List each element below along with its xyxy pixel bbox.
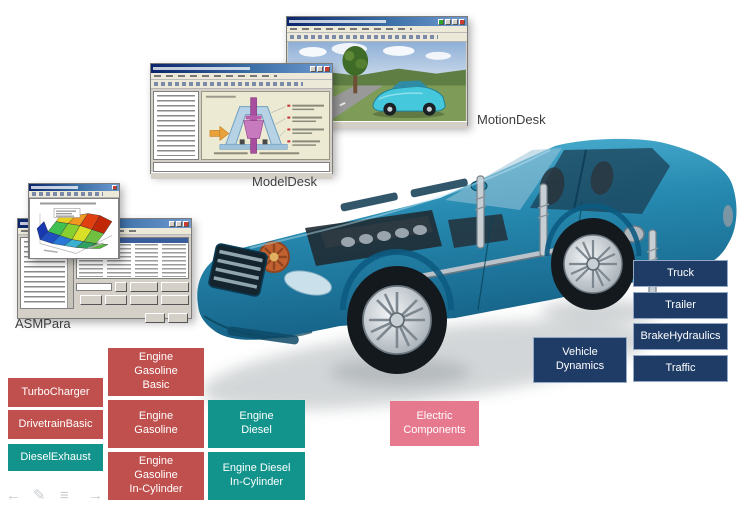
motiondesk-toolbar	[287, 33, 467, 42]
action-button	[80, 295, 102, 305]
close-icon	[112, 185, 117, 190]
windshield	[445, 148, 562, 210]
asmpara-input-row	[76, 282, 189, 292]
headlight	[284, 270, 332, 296]
module-box-trailer: Trailer	[633, 292, 728, 319]
asmpara-button-row	[76, 295, 189, 305]
motiondesk-titlebar	[287, 17, 467, 26]
action-button	[161, 282, 189, 292]
module-box-traffic: Traffic	[633, 355, 728, 382]
close-icon	[459, 18, 465, 25]
module-box-diesel-exhaust: DieselExhaust	[8, 444, 103, 471]
modeldesk-log-pane	[153, 162, 330, 172]
motiondesk-window-buttons	[438, 18, 465, 25]
front-wheel	[340, 249, 454, 374]
asmpara-dialog-buttons	[18, 313, 188, 323]
action-button	[130, 282, 158, 292]
table-header	[77, 238, 188, 243]
engine-mount-schematic	[205, 95, 325, 155]
figure-titlebar	[29, 184, 119, 191]
modeldesk-toolbar	[151, 80, 332, 89]
value-input	[76, 283, 112, 291]
online-indicator-icon	[438, 18, 444, 25]
front-grille	[208, 243, 268, 297]
module-box-engine-diesel-in-cylinder: Engine Diesel In-Cylinder	[208, 452, 305, 500]
modeldesk-statusbar	[151, 172, 332, 179]
module-box-engine-diesel: Engine Diesel	[208, 400, 305, 448]
module-box-engine-gasoline-basic: Engine Gasoline Basic	[108, 348, 204, 396]
action-button	[130, 295, 158, 305]
modeldesk-title-text	[153, 67, 251, 70]
minimize-icon	[310, 65, 316, 72]
help-button	[145, 313, 165, 323]
modeldesk-titlebar	[151, 64, 332, 73]
module-box-engine-gasoline: Engine Gasoline	[108, 400, 204, 448]
modeldesk-window	[150, 63, 333, 179]
motiondesk-caption: MotionDesk	[477, 112, 546, 127]
close-button	[168, 313, 188, 323]
efficiency-map-3d-plot	[29, 198, 119, 259]
spinner-button	[115, 282, 127, 292]
engine-assembly	[258, 210, 508, 273]
module-box-brake-hydraulics: BrakeHydraulics	[633, 323, 728, 350]
motiondesk-statusbar	[287, 121, 467, 128]
maximize-icon	[176, 220, 182, 227]
action-button	[161, 295, 189, 305]
module-box-truck: Truck	[633, 260, 728, 287]
next-slide-button[interactable]: →	[88, 487, 103, 504]
module-box-engine-gasoline-in-cylinder: Engine Gasoline In-Cylinder	[108, 452, 204, 500]
close-icon	[183, 220, 189, 227]
scrollbar	[67, 238, 73, 308]
action-button	[105, 295, 127, 305]
figure-title-text	[31, 186, 79, 189]
figure-toolbar	[29, 191, 119, 198]
module-box-drivetrain-basic: DrivetrainBasic	[8, 410, 103, 439]
close-icon	[324, 65, 330, 72]
maximize-icon	[452, 18, 458, 25]
rear-wheel	[544, 203, 642, 310]
motiondesk-menubar	[287, 26, 467, 33]
minimize-icon	[445, 18, 451, 25]
asmpara-caption: ASMPara	[15, 316, 71, 331]
module-box-turbocharger: TurboCharger	[8, 378, 103, 407]
minimize-icon	[169, 220, 175, 227]
slide-menu-button[interactable]: ≡	[60, 487, 69, 504]
module-box-electric-components: Electric Components	[390, 401, 479, 446]
modeldesk-menubar	[151, 73, 332, 80]
maximize-icon	[317, 65, 323, 72]
asmpara-figure-window	[28, 183, 120, 259]
asmpara-window-buttons	[169, 220, 189, 227]
module-box-vehicle-dynamics: Vehicle Dynamics	[533, 337, 627, 383]
previous-slide-button[interactable]: ←	[6, 487, 21, 504]
modeldesk-project-tree	[153, 91, 199, 160]
modeldesk-window-buttons	[310, 65, 330, 72]
motiondesk-title-text	[289, 20, 386, 23]
pen-tool-button[interactable]: ✎	[33, 487, 46, 504]
modeldesk-parameter-pane	[201, 91, 330, 160]
modeldesk-caption: ModelDesk	[252, 174, 318, 189]
